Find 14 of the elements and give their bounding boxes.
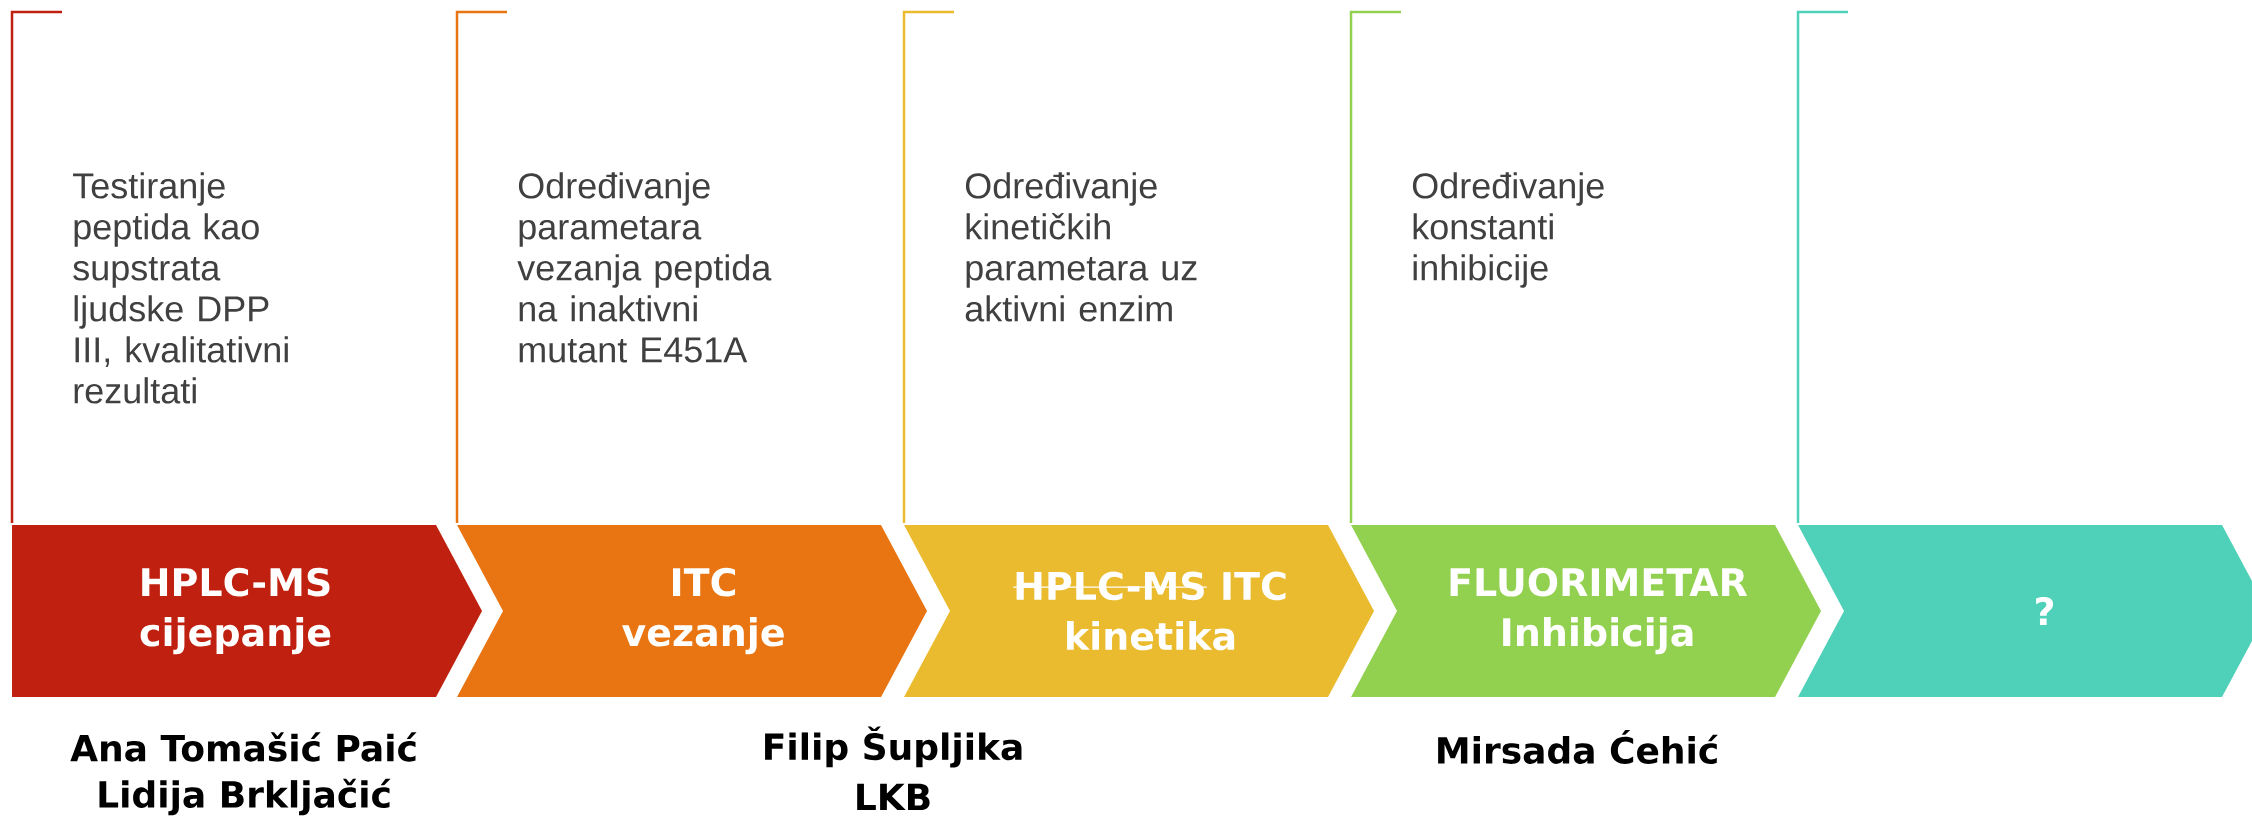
step-banner: HPLC-MS cijepanje (12, 525, 482, 697)
bracket-frame: Određivanje kinetičkih parametara uz aktivni enzim (902, 10, 1197, 523)
step-banner: ? (1798, 525, 2252, 697)
step-banner: FLUORIMETAR Inhibicija (1351, 525, 1821, 697)
bracket-frame: Testiranje peptida kao supstrata ljudske DPP III, kvalitativni rezultati (10, 10, 288, 523)
step-banner: ITC vezanje (457, 525, 927, 697)
name-text: Lidija Brkljačić (99, 778, 391, 816)
name-text: Mirsada Ćehić (1438, 730, 1718, 764)
bracket-frame: Određivanje parametara vezanja peptida na inaktivni mutant E451A (455, 10, 772, 523)
bracket-frame: Određivanje konstanti inhibicije (1349, 10, 1604, 523)
name-text: Ana Tomašić Paić (70, 732, 417, 762)
bracket-frame (1796, 10, 1848, 523)
name-text: Filip Šupljika (765, 726, 1022, 768)
name-text: LKB (857, 783, 930, 811)
